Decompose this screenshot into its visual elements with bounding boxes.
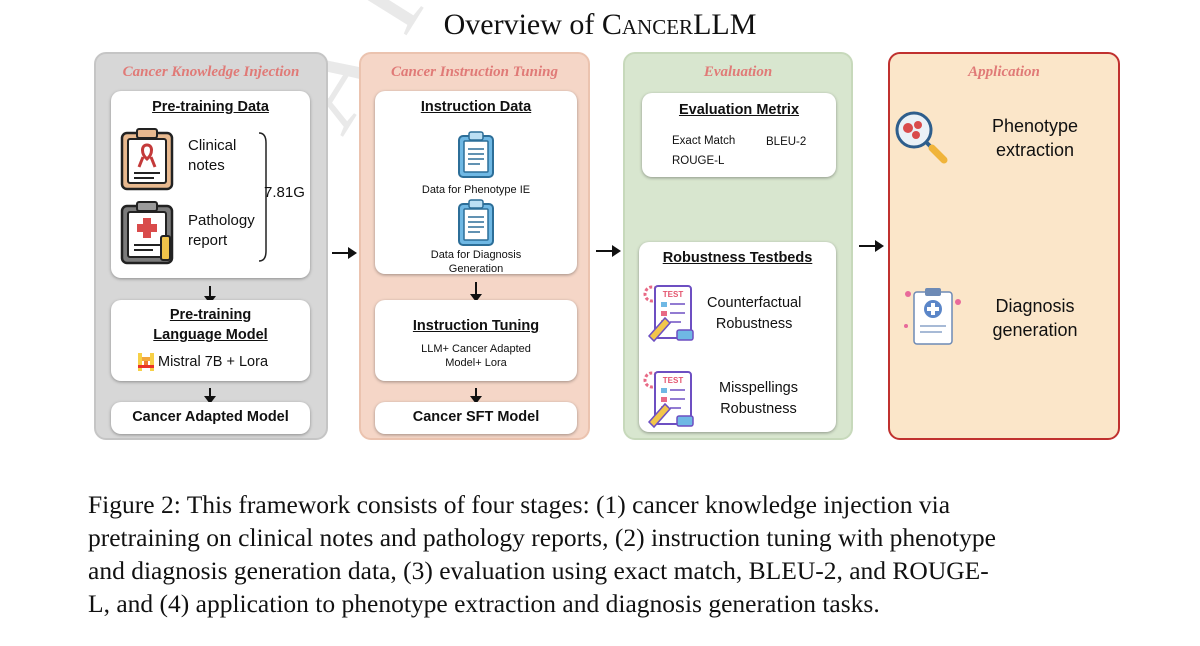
title-suffix: LLM <box>693 8 757 41</box>
card-title-line2: Language Model <box>153 327 268 343</box>
label-line: Generation <box>448 263 504 275</box>
pretraining-data-card: Pre-training Data Clinical notes Path <box>111 91 310 278</box>
label-line: notes <box>188 157 225 174</box>
caption-line: Figure 2: This framework consists of fou… <box>88 490 951 519</box>
label-line: Phenotype <box>991 116 1079 136</box>
clinical-notes-label: Clinical notes <box>188 136 236 176</box>
test-badge: TEST <box>663 290 684 299</box>
label-line: Diagnosis <box>995 296 1075 316</box>
instruction-data-card: Instruction Data Data for Phenotype IE D… <box>375 91 577 276</box>
caption-line: pretraining on clinical notes and pathol… <box>88 523 996 552</box>
label-line: Pathology <box>188 212 255 229</box>
clipboard-icon <box>458 131 494 178</box>
pretraining-model-card: Pre-training Language Model Mistral 7B +… <box>111 300 310 381</box>
stage-evaluation: Evaluation Evaluation Metrix Exact Match… <box>623 52 853 440</box>
arrow-down <box>204 388 216 404</box>
evaluation-metrics-card: Evaluation Metrix Exact Match BLEU-2 ROU… <box>642 93 836 177</box>
card-title: Pre-training <box>169 307 252 323</box>
card-title: Evaluation Metrix <box>678 102 800 118</box>
caption-line: and diagnosis generation data, (3) evalu… <box>88 556 989 585</box>
label-line: generation <box>992 320 1078 340</box>
stage-title: Cancer Instruction Tuning <box>391 64 558 80</box>
card-title: Instruction Tuning <box>412 318 540 334</box>
arrow-right <box>596 245 621 257</box>
misspellings-robustness-label: Misspellings Robustness <box>719 378 798 420</box>
bracket-icon <box>258 132 267 262</box>
card-title: Pre-training Data <box>152 99 269 115</box>
label-line: Model+ Lora <box>445 357 507 369</box>
data-size: 7.81G <box>264 184 305 201</box>
title-smallcaps: Cancer <box>601 8 694 41</box>
label-line: LLM+ Cancer Adapted <box>421 343 531 355</box>
metric-rouge-l: ROUGE-L <box>672 155 725 167</box>
metric-bleu-2: BLEU-2 <box>766 136 807 148</box>
phenotype-extraction-label: Phenotype extraction <box>990 114 1080 162</box>
arrow-down <box>470 282 482 302</box>
phenotype-ie-label: Data for Phenotype IE <box>421 184 531 196</box>
figure-title: Overview of CancerLLM <box>0 8 1200 42</box>
label-line: Data for Diagnosis <box>430 249 522 261</box>
cancer-sft-model-label: Cancer SFT Model <box>412 409 540 425</box>
diagnosis-clipboard-icon <box>904 288 961 345</box>
stage-application: Application Phenotype extraction Diagnos… <box>888 52 1120 440</box>
mistral-logo-icon <box>138 353 154 371</box>
cancer-adapted-model-label: Cancer Adapted Model <box>132 409 289 425</box>
label-line: Counterfactual <box>707 295 802 311</box>
metric-exact-match: Exact Match <box>672 135 736 147</box>
figure-caption: Figure 2: This framework consists of fou… <box>88 488 1138 620</box>
stage-title: Cancer Knowledge Injection <box>122 64 300 80</box>
stage-title: Application <box>968 64 1040 80</box>
counterfactual-robustness-label: Counterfactual Robustness <box>707 293 801 335</box>
diagnosis-generation-label: Data for Diagnosis Generation <box>375 248 577 276</box>
label-line: Misspellings <box>719 380 798 396</box>
label-line: Robustness <box>720 401 797 417</box>
test-clipboard-icon: TEST <box>643 285 694 343</box>
label-line: Robustness <box>715 316 793 332</box>
tuning-description: LLM+ Cancer Adapted Model+ Lora <box>375 342 577 370</box>
magnifier-icon <box>895 111 948 164</box>
clipboard-icon <box>458 199 494 246</box>
diagnosis-generation-label: Diagnosis generation <box>990 294 1080 342</box>
arrow-down <box>470 388 482 404</box>
model-name: Mistral 7B + Lora <box>158 354 269 370</box>
cancer-adapted-model-card: Cancer Adapted Model <box>111 402 310 434</box>
test-badge: TEST <box>663 376 684 385</box>
label-line: Clinical <box>188 137 237 154</box>
arrow-right <box>859 240 884 252</box>
title-prefix: Overview of <box>443 8 602 41</box>
pathology-report-icon <box>120 201 174 265</box>
test-clipboard-icon: TEST <box>643 371 694 429</box>
robustness-testbeds-card: Robustness Testbeds TEST Counterfactual … <box>639 242 836 432</box>
card-title: Instruction Data <box>420 99 532 115</box>
caption-line: L, and (4) application to phenotype extr… <box>88 589 880 618</box>
label-line: report <box>188 232 228 249</box>
stage-title: Evaluation <box>703 64 773 80</box>
label-line: extraction <box>995 140 1075 160</box>
stage-instruction-tuning: Cancer Instruction Tuning Instruction Da… <box>359 52 590 440</box>
clinical-notes-icon <box>120 128 174 191</box>
instruction-tuning-card: Instruction Tuning LLM+ Cancer Adapted M… <box>375 300 577 381</box>
card-title: Robustness Testbeds <box>662 250 813 266</box>
stage-knowledge-injection: Cancer Knowledge Injection Pre-training … <box>94 52 328 440</box>
cancer-sft-model-card: Cancer SFT Model <box>375 402 577 434</box>
pathology-report-label: Pathology report <box>188 211 255 251</box>
arrow-right <box>332 247 357 259</box>
